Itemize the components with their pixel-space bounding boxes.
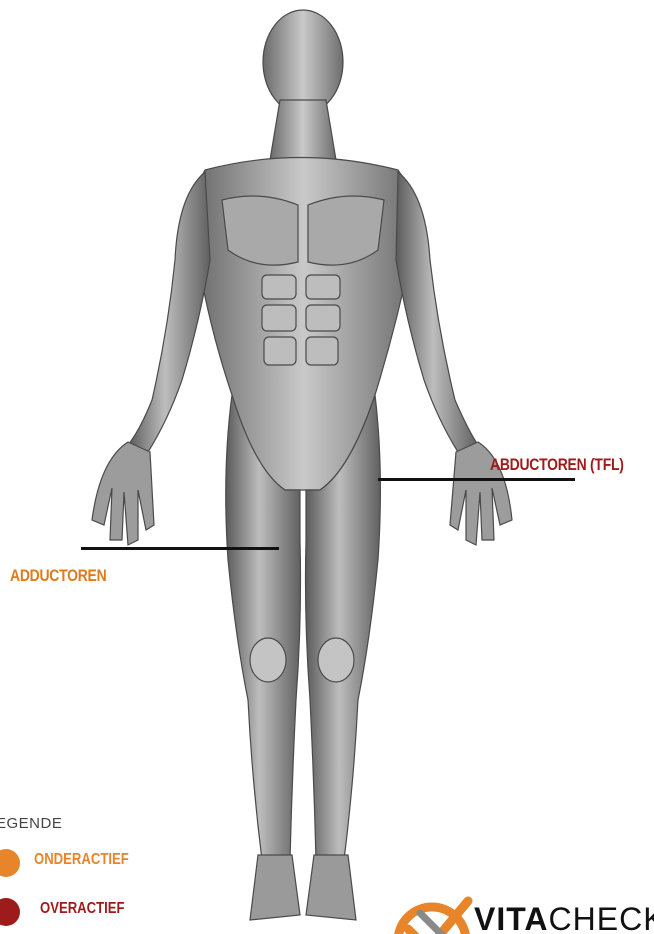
right-foot [306,855,356,920]
adductoren-leader-line [81,547,279,550]
adductoren-label: ADDUCTOREN [10,566,106,586]
logo-text-check: CHECK [549,901,654,934]
overactief-label: OVERACTIEF [40,900,125,918]
legend-title: EGENDE [0,815,62,832]
neck [270,100,336,160]
left-foot [250,855,300,920]
left-knee [250,638,286,682]
right-knee [318,638,354,682]
vitacheck-logo-icon [394,895,474,934]
logo-text-vita: VITA [474,901,549,934]
vitacheck-wordmark: VITACHECK [474,899,654,934]
right-arm [396,172,478,452]
head [263,10,343,114]
body [92,10,512,920]
left-arm [128,172,210,452]
left-hand [92,442,154,545]
abductoren-label: ABDUCTOREN (TFL) [490,455,624,475]
onderactief-label: ONDERACTIEF [34,851,129,869]
abductoren-leader-line [378,478,575,481]
vitacheck-logo: VITACHECK [394,895,654,934]
